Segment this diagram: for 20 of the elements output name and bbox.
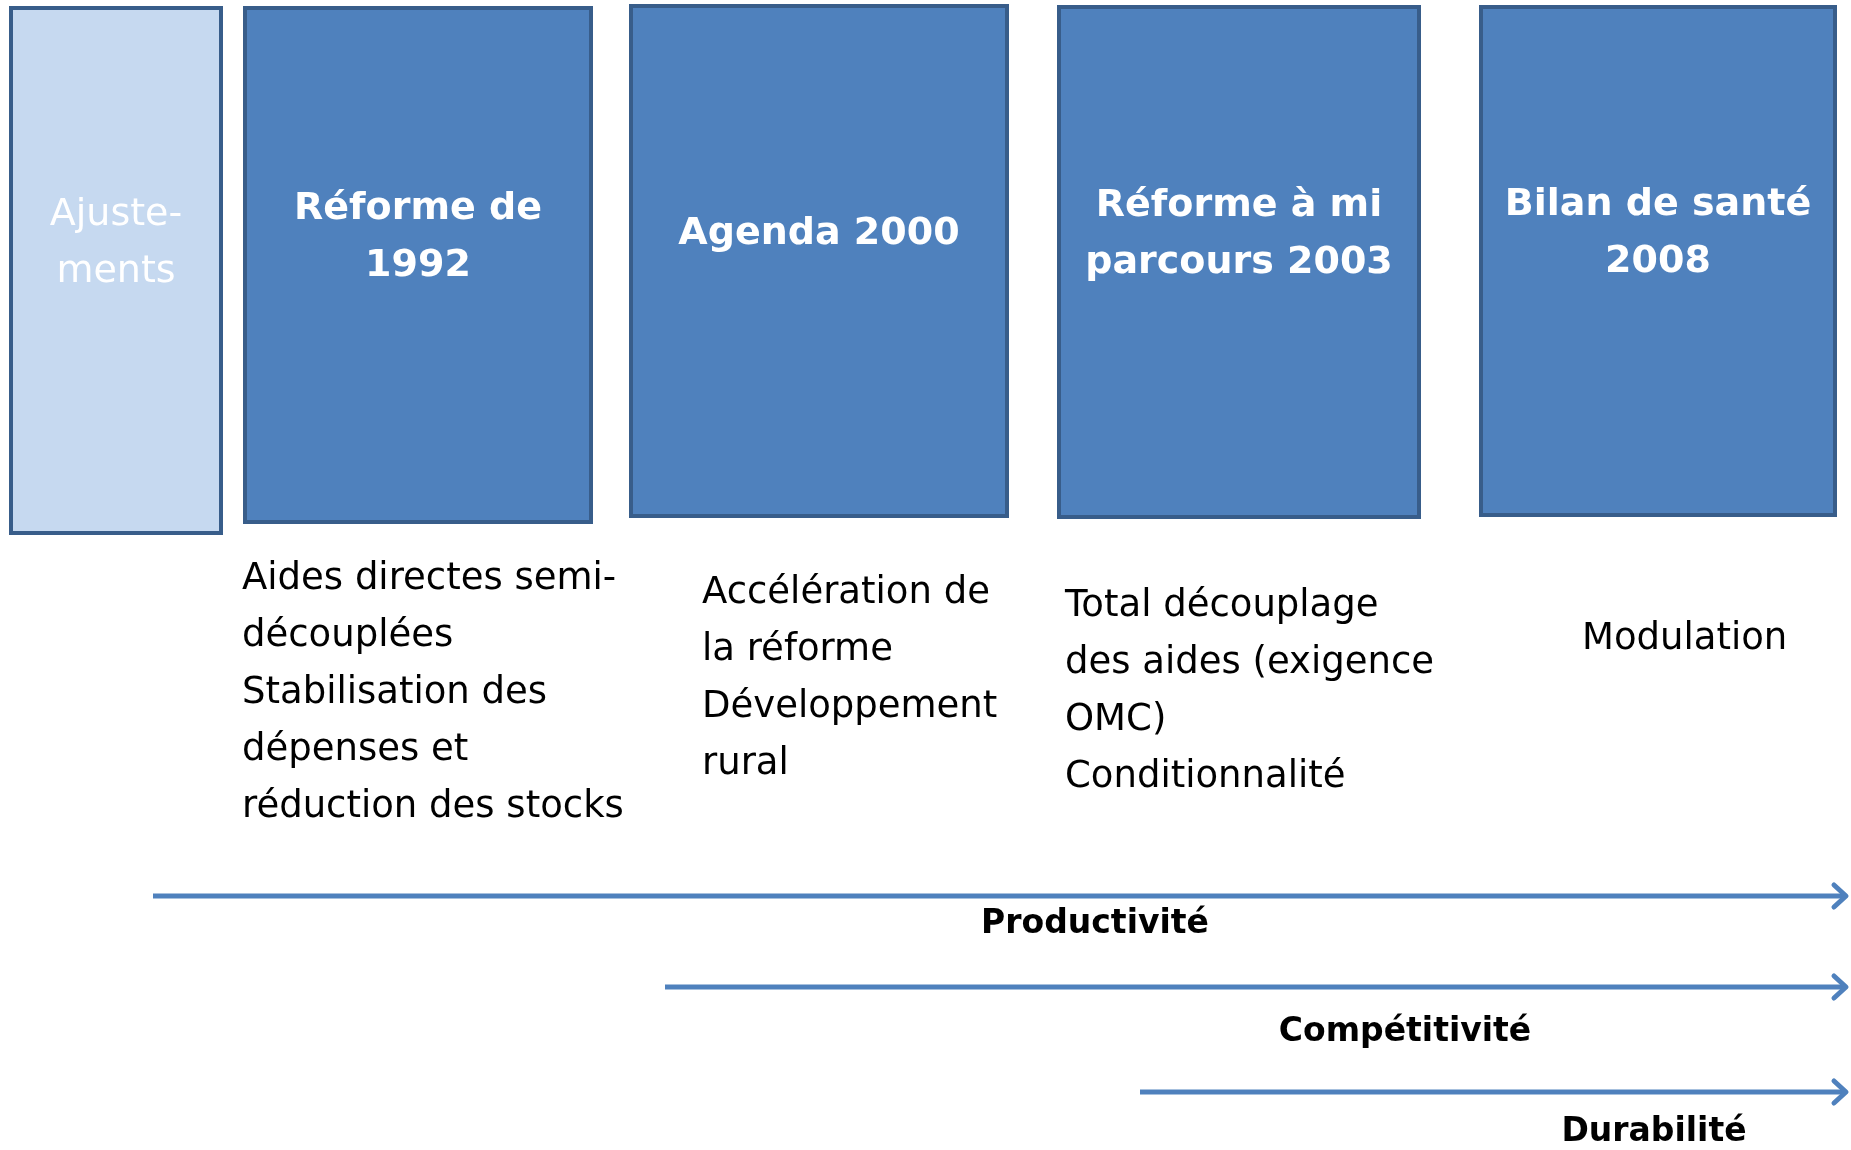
description-text: Stabilisation des dépenses et réduction des stocks xyxy=(242,668,625,828)
period-title: Agenda 2000 xyxy=(678,207,960,255)
description-text: Total découplage des aides (exigence OMC) xyxy=(1065,581,1435,741)
period-box xyxy=(9,6,223,535)
description-text: Modulation xyxy=(1582,614,1789,660)
description-text: Développement rural xyxy=(702,682,999,785)
description-text: Conditionnalité xyxy=(1065,752,1347,798)
period-title: Ajuste- ments xyxy=(48,188,184,293)
period-title: Réforme à mi parcours 2003 xyxy=(1084,180,1394,284)
period-box xyxy=(1479,5,1837,517)
arrow-label: Productivité xyxy=(981,902,1209,941)
period-title: Réforme de 1992 xyxy=(293,183,543,287)
arrow-label: Compétitivité xyxy=(1278,1010,1532,1049)
description-text: Accélération de la réforme xyxy=(702,568,991,671)
period-box xyxy=(1057,5,1421,519)
description-text: Aides directes semi-découplées xyxy=(242,554,618,657)
period-box xyxy=(243,6,593,524)
period-box xyxy=(629,4,1009,518)
period-title: Bilan de santé 2008 xyxy=(1503,179,1813,283)
arrow-label: Durabilité xyxy=(1561,1110,1747,1149)
